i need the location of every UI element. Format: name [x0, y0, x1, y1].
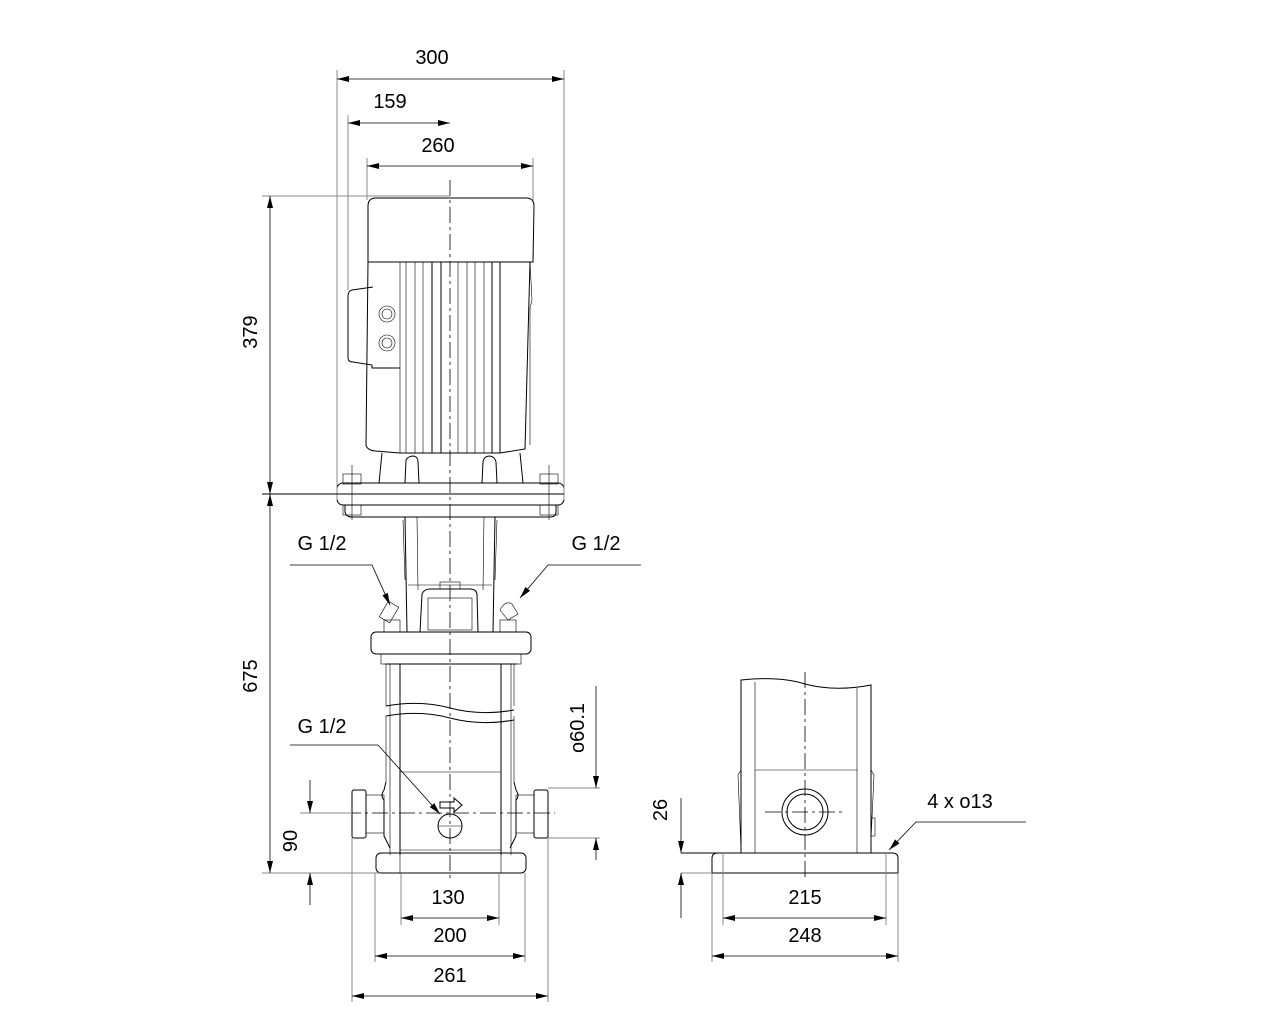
- motor-body: [365, 261, 531, 454]
- dim-base-thickness: 26: [650, 799, 672, 821]
- callout-vent-right: G 1/2: [572, 533, 621, 555]
- dim-pump-height: 675: [240, 659, 262, 692]
- flow-direction-arrow-icon: [439, 796, 463, 814]
- extension-lines: [262, 70, 600, 1002]
- pump-base: [375, 852, 527, 874]
- inlet-neck: [381, 781, 391, 849]
- inlet-port: [351, 789, 367, 839]
- dim-motor-height: 379: [240, 315, 262, 348]
- dim-port-to-port: 261: [433, 965, 466, 987]
- dim-base-inner: 130: [431, 887, 464, 909]
- callout-leaders: [290, 564, 641, 815]
- dim-overall-width: 300: [415, 47, 448, 69]
- side-sleeve: [740, 678, 872, 853]
- dim-motor-width: 260: [421, 135, 454, 157]
- outlet-port: [533, 789, 549, 839]
- dim-hole-spacing: 215: [788, 887, 821, 909]
- front-view: 300 159 260 379 675 90 o60.1 130 200 261…: [240, 47, 641, 1002]
- coupling-guard: [419, 588, 479, 633]
- dim-junction-box-offset: 159: [373, 91, 406, 113]
- motor: [347, 197, 535, 454]
- callout-vent-left: G 1/2: [298, 533, 347, 555]
- coupling-window: [427, 597, 473, 631]
- cable-gland-icon: [378, 305, 396, 352]
- vent-plug-left-icon: [378, 600, 401, 633]
- side-base: [711, 852, 899, 874]
- flange-bolts: [342, 465, 559, 520]
- terminal-box: [347, 286, 400, 369]
- vent-plug-right-icon: [499, 602, 519, 633]
- dimension-lines: [267, 76, 599, 999]
- side-view: 26 215 248 4 x o13: [650, 672, 1026, 962]
- coupling-housing: [378, 516, 519, 633]
- dim-base-depth: 248: [788, 925, 821, 947]
- motor-stool: [336, 452, 565, 520]
- break-line: [385, 702, 515, 714]
- callout-drain: G 1/2: [298, 716, 347, 738]
- dim-port-height: 90: [280, 830, 302, 852]
- cooling-fins: [399, 262, 501, 453]
- motor-fan-cover: [367, 197, 535, 263]
- pump-head: [370, 631, 532, 655]
- pump-body: [345, 631, 555, 874]
- callout-mounting-holes: 4 x o13: [927, 791, 993, 813]
- dim-port-diameter: o60.1: [567, 703, 589, 753]
- dim-base-width: 200: [433, 925, 466, 947]
